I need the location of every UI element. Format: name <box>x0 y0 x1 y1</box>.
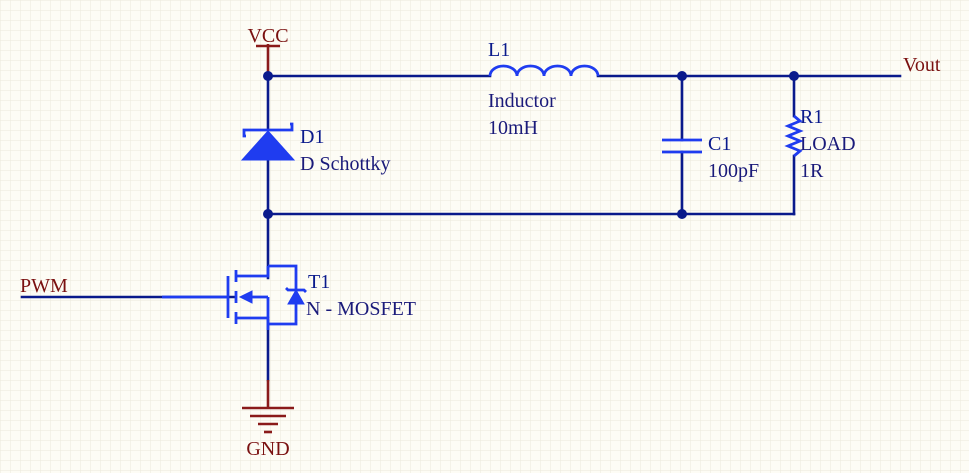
c1-value: 100pF <box>708 160 759 182</box>
vout-net-label[interactable]: Vout <box>903 54 941 76</box>
junction-dot <box>677 209 687 219</box>
resistor-r1[interactable]: R1 LOAD 1R <box>784 106 856 182</box>
r1-name: LOAD <box>800 133 856 155</box>
d1-designator: D1 <box>300 126 324 148</box>
n-mosfet-t1[interactable]: T1 N - MOSFET <box>162 264 416 330</box>
junction-dot <box>263 71 273 81</box>
vcc-power-port[interactable]: VCC <box>247 25 289 76</box>
schottky-diode-d1[interactable]: D1 D Schottky <box>240 122 391 175</box>
l1-name: Inductor <box>488 90 556 112</box>
pwm-net-label[interactable]: PWM <box>20 275 68 297</box>
t1-name: N - MOSFET <box>306 298 416 320</box>
capacitor-c1[interactable]: C1 100pF <box>662 133 759 182</box>
l1-designator: L1 <box>488 39 510 61</box>
gnd-power-port[interactable]: GND <box>242 380 294 460</box>
inductor-l1[interactable]: L1 Inductor 10mH <box>488 39 600 139</box>
junction-dot <box>677 71 687 81</box>
d1-name: D Schottky <box>300 153 391 175</box>
junctions <box>263 71 799 219</box>
c1-designator: C1 <box>708 133 731 155</box>
junction-dot <box>789 71 799 81</box>
r1-value: 1R <box>800 160 824 182</box>
t1-designator: T1 <box>308 271 330 293</box>
gnd-net-label: GND <box>246 438 289 460</box>
r1-designator: R1 <box>800 106 823 128</box>
junction-dot <box>263 209 273 219</box>
l1-value: 10mH <box>488 117 538 139</box>
vcc-net-label: VCC <box>247 25 288 47</box>
